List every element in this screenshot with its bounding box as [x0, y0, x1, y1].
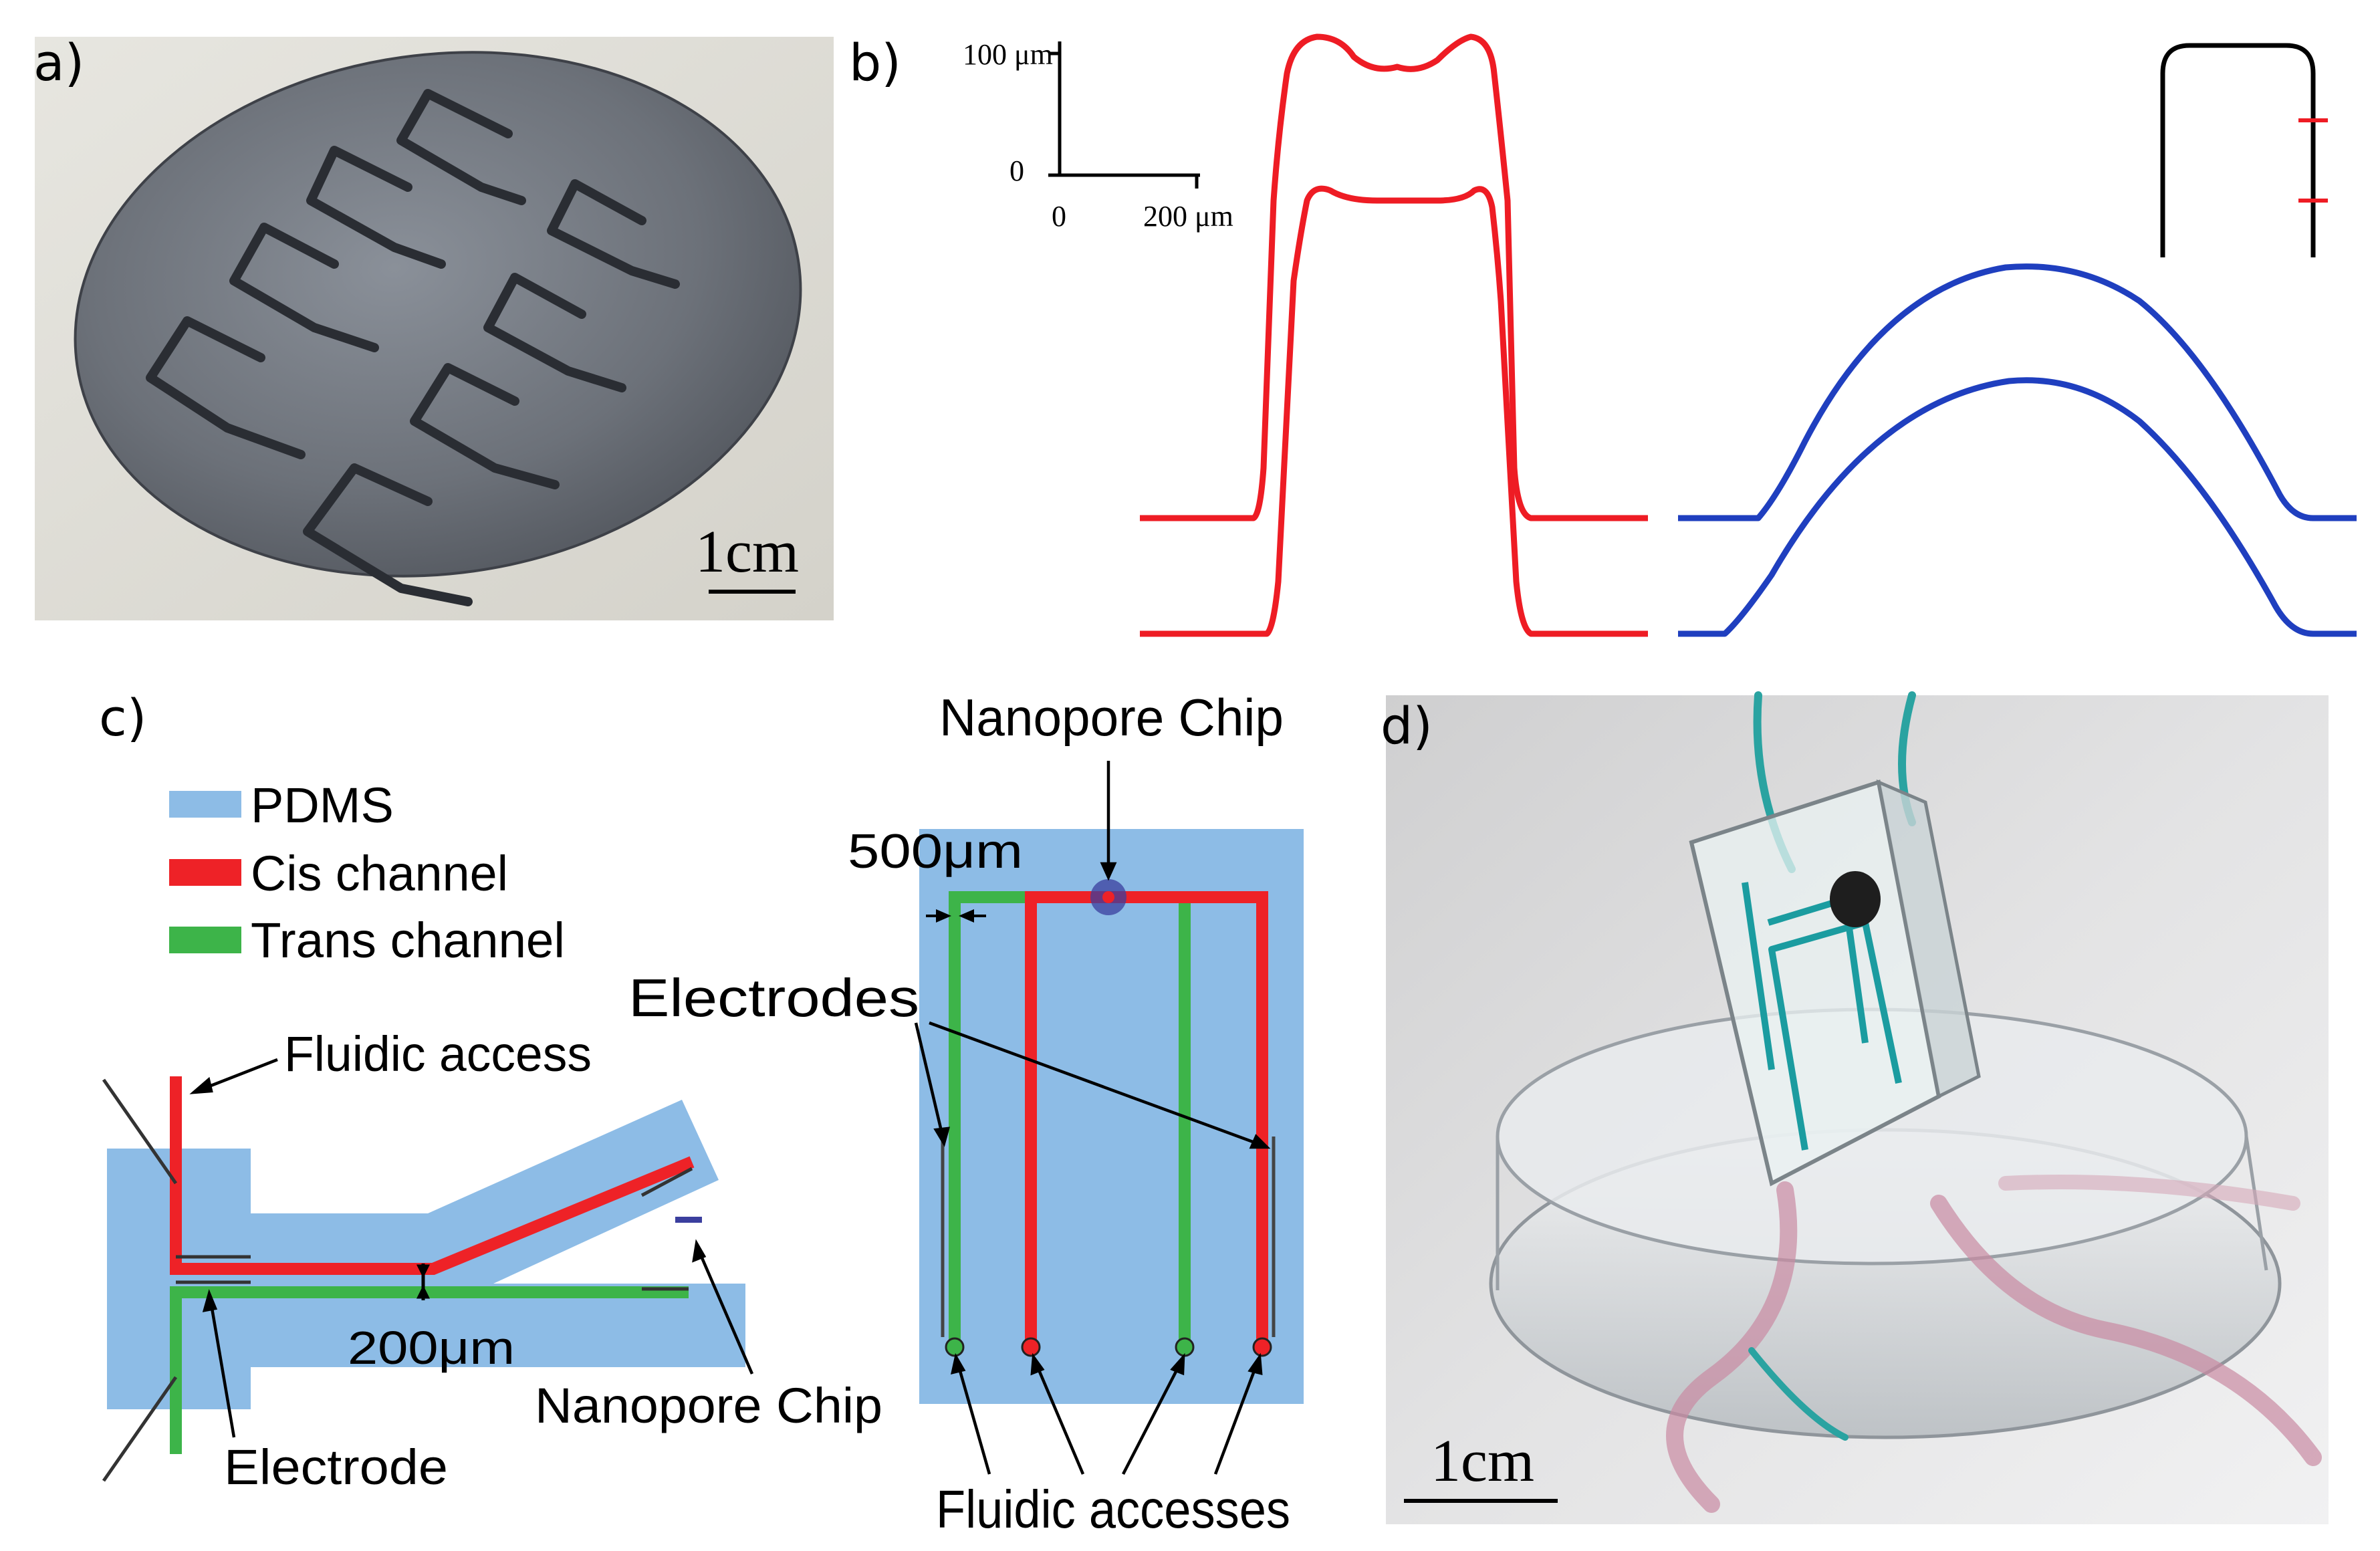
top-view-access-holes [945, 1337, 1272, 1357]
panel-c-label: c) [99, 688, 146, 747]
panel-a-label: a) [33, 33, 84, 92]
legend-swatch-cis [169, 859, 241, 886]
top-view-electrodes-label: Electrodes [628, 968, 919, 1028]
side-view-fluidic-access-label: Fluidic access [284, 1026, 592, 1082]
red-profile-lower [1140, 185, 1648, 637]
top-view-chip-pore [1102, 891, 1114, 903]
top-view-schematic: Nanopore Chip 500μm Electrodes Fluidic a… [628, 688, 1304, 1539]
profile-position-inset [2160, 43, 2328, 257]
scale-x-zero-label: 0 [1052, 200, 1066, 233]
blue-profile-lower [1678, 377, 2357, 637]
legend-label-pdms: PDMS [251, 778, 394, 833]
red-profiles [1140, 33, 1648, 637]
side-view-schematic: Fluidic access 200μm Electrode Nanopore … [102, 1026, 882, 1495]
side-view-cis-channel [170, 1076, 695, 1275]
panel-b-label: b) [849, 33, 901, 92]
top-view-trans-channel [949, 891, 1191, 1345]
side-view-trans-channel [170, 1286, 689, 1454]
top-view-arrows [914, 761, 1271, 1475]
scale-x-right-label: 200 μm [1143, 200, 1233, 233]
scale-y-top-label: 100 μm [963, 38, 1053, 71]
side-view-nanopore-chip-label: Nanopore Chip [535, 1378, 882, 1433]
panel-b: b) 100 μm 0 0 200 μm [849, 33, 2357, 637]
side-view-nanopore-chip [675, 1217, 702, 1223]
legend: PDMS Cis channel Trans channel [169, 778, 565, 968]
red-profile-upper [1140, 33, 1648, 521]
side-view-arrows [189, 1058, 754, 1438]
profile-scale-axes [1048, 41, 1200, 189]
wafer-channel-molds [146, 89, 680, 606]
side-view-width-marker [416, 1264, 431, 1300]
legend-label-cis: Cis channel [251, 846, 508, 901]
scale-y-zero-label: 0 [1009, 154, 1024, 187]
side-view-electrodes [102, 1078, 693, 1482]
legend-label-trans: Trans channel [251, 913, 565, 968]
panel-a-scale-label: 1cm [695, 519, 799, 585]
top-view-width-marker [926, 909, 986, 923]
panel-d: d) 1cm [1381, 691, 2329, 1524]
top-view-width-label: 500μm [848, 825, 1023, 878]
legend-swatch-trans [169, 927, 241, 953]
top-view-cis-channel [1025, 891, 1268, 1345]
top-view-nanopore-chip-label: Nanopore Chip [939, 688, 1284, 747]
wafer-image [74, 51, 802, 578]
panel-d-scale-label: 1cm [1431, 1428, 1534, 1494]
device-nanopore-chip [1830, 871, 1881, 927]
top-view-electrodes [941, 1137, 1276, 1337]
panel-a: a) 1cm [33, 33, 834, 620]
top-view-pdms [919, 829, 1304, 1404]
top-view-fluidic-accesses-label: Fluidic accesses [936, 1479, 1290, 1539]
device-chip-holder-side [1876, 779, 1981, 1099]
panel-d-label: d) [1381, 696, 1433, 755]
side-view-width-label: 200μm [348, 1322, 515, 1374]
blue-profiles [1678, 263, 2357, 637]
side-view-electrode-label: Electrode [224, 1439, 448, 1495]
blue-profile-upper [1678, 263, 2357, 521]
legend-swatch-pdms [169, 791, 241, 818]
panel-c: c) PDMS Cis channel Trans channel [99, 688, 1304, 1539]
device-tubing [1666, 691, 2322, 1513]
